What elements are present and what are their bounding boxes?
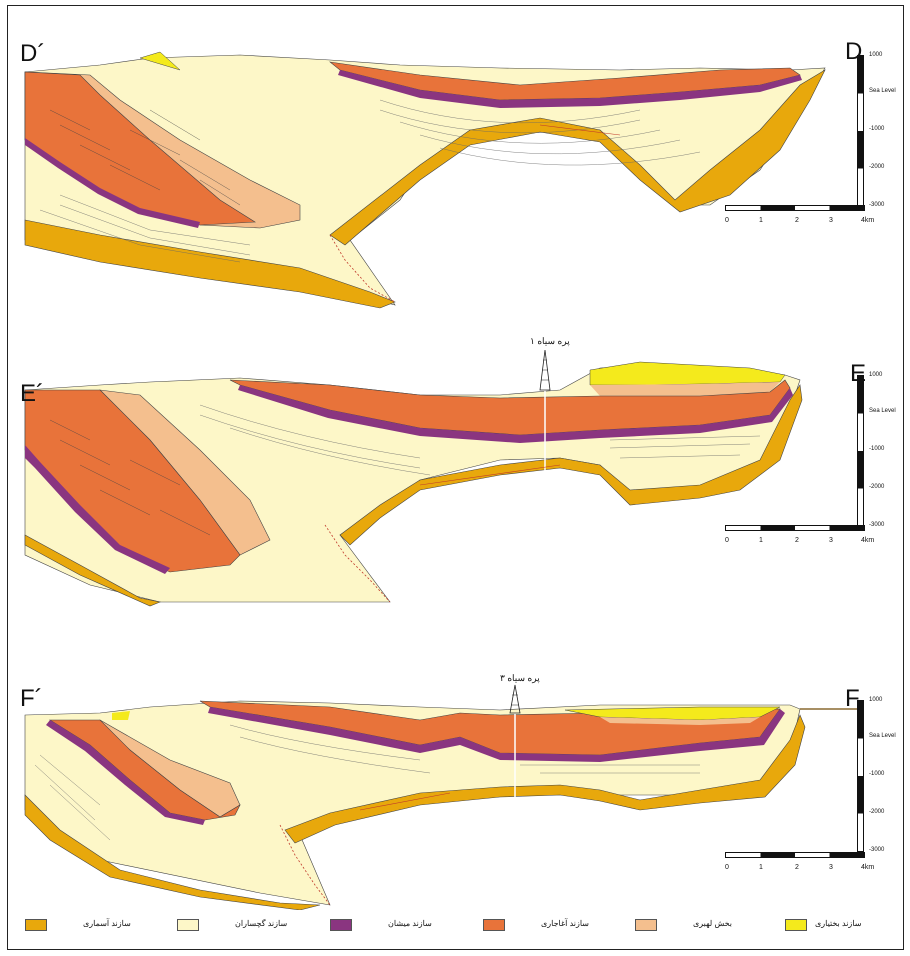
- legend-swatch: [635, 919, 657, 931]
- legend: سازند آسماری سازند گچساران سازند میشان س…: [25, 915, 885, 937]
- legend-swatch: [177, 919, 199, 931]
- vertical-scale-e: 1000 Sea Level -1000 -2000 -3000: [857, 372, 905, 530]
- label-e-prime: E´: [20, 380, 44, 407]
- well-label-e: پره سیاه ١: [530, 336, 570, 346]
- cross-section-d: D´ D: [0, 30, 910, 310]
- section-f-drawing: [24, 684, 860, 911]
- section-e-drawing: [24, 349, 803, 607]
- legend-swatch: [25, 919, 47, 931]
- cross-section-e: پره سیاه ١ E´ E: [0, 336, 910, 610]
- cross-section-f: پره سیاه ٣ F´ F: [0, 665, 910, 911]
- legend-swatch: [483, 919, 505, 931]
- horizontal-scale-e: 0 1 2 3 4km: [725, 525, 874, 547]
- legend-swatch: [785, 919, 807, 931]
- section-d-drawing: [24, 51, 826, 309]
- horizontal-scale-d: 0 1 2 3 4km: [725, 205, 874, 227]
- well-label-f: پره سیاه ٣: [500, 673, 540, 683]
- vertical-scale-f: 1000 Sea Level -1000 -2000 -3000: [857, 697, 905, 855]
- label-f-prime: F´: [20, 685, 43, 712]
- vertical-scale-d: 1000 Sea Level -1000 -2000 -3000: [857, 52, 905, 210]
- label-f: F: [845, 685, 860, 712]
- horizontal-scale-f: 0 1 2 3 4km: [725, 852, 874, 874]
- label-d-prime: D´: [20, 40, 46, 67]
- legend-swatch: [330, 919, 352, 931]
